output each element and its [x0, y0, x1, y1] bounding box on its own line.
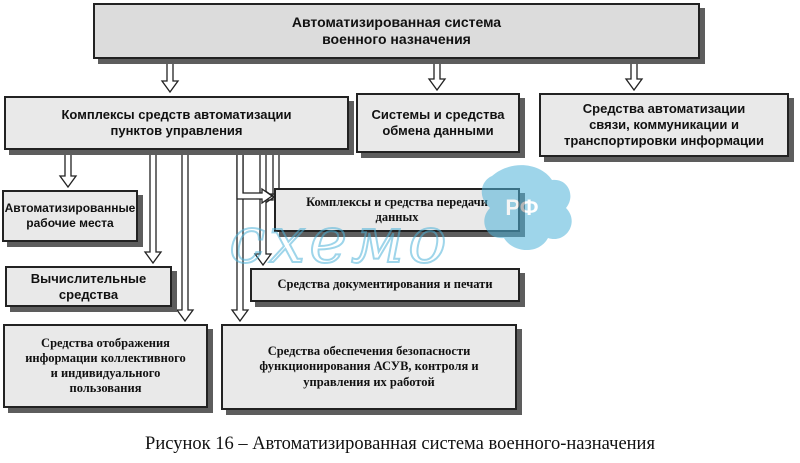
- display-means-box: Средства отображения информации коллекти…: [3, 324, 208, 408]
- security-means-box: Средства обеспечения безопасности функци…: [221, 324, 517, 410]
- root-system-label: Автоматизированная система военного назн…: [291, 13, 502, 47]
- watermark-text: схемо: [229, 204, 450, 278]
- arrow-to-documenting: [253, 152, 273, 267]
- security-means-label: Средства обеспечения безопасности функци…: [259, 344, 479, 389]
- data-transmission-box: Комплексы и средства передачи данных: [274, 188, 520, 232]
- root-system-box: Автоматизированная система военного назн…: [93, 3, 700, 59]
- data-transmission-label: Комплексы и средства передачи данных: [306, 194, 488, 224]
- display-means-label: Средства отображения информации коллекти…: [25, 335, 186, 396]
- arrow-to-workstations: [58, 152, 78, 189]
- arrow-root-to-transport: [624, 61, 644, 92]
- figure-caption: Рисунок 16 – Автоматизированная система …: [145, 434, 655, 454]
- splash-icon: [481, 165, 572, 251]
- communication-transport-box: Средства автоматизации связи, коммуникац…: [539, 93, 789, 157]
- arrow-root-to-exchange: [427, 61, 447, 92]
- computing-means-box: Вычислительные средства: [5, 266, 172, 307]
- arrow-to-computing: [143, 152, 163, 265]
- communication-transport-label: Средства автоматизации связи, коммуникац…: [564, 101, 764, 148]
- computing-means-label: Вычислительные средства: [30, 270, 147, 302]
- watermark-suffix: РФ: [505, 195, 538, 220]
- control-points-complexes-label: Комплексы средств автоматизации пунктов …: [61, 107, 292, 138]
- arrow-to-display: [175, 152, 195, 323]
- documenting-printing-box: Средства документирования и печати: [250, 268, 520, 302]
- arrow-to-transmission: [236, 152, 274, 205]
- data-exchange-box: Системы и средства обмена данными: [356, 93, 520, 153]
- arrow-root-to-complexes: [160, 61, 180, 94]
- documenting-printing-label: Средства документирования и печати: [277, 277, 493, 292]
- workstations-label: Автоматизированные рабочие места: [4, 201, 136, 230]
- workstations-box: Автоматизированные рабочие места: [2, 190, 138, 242]
- control-points-complexes-box: Комплексы средств автоматизации пунктов …: [4, 96, 349, 150]
- data-exchange-label: Системы и средства обмена данными: [371, 107, 505, 138]
